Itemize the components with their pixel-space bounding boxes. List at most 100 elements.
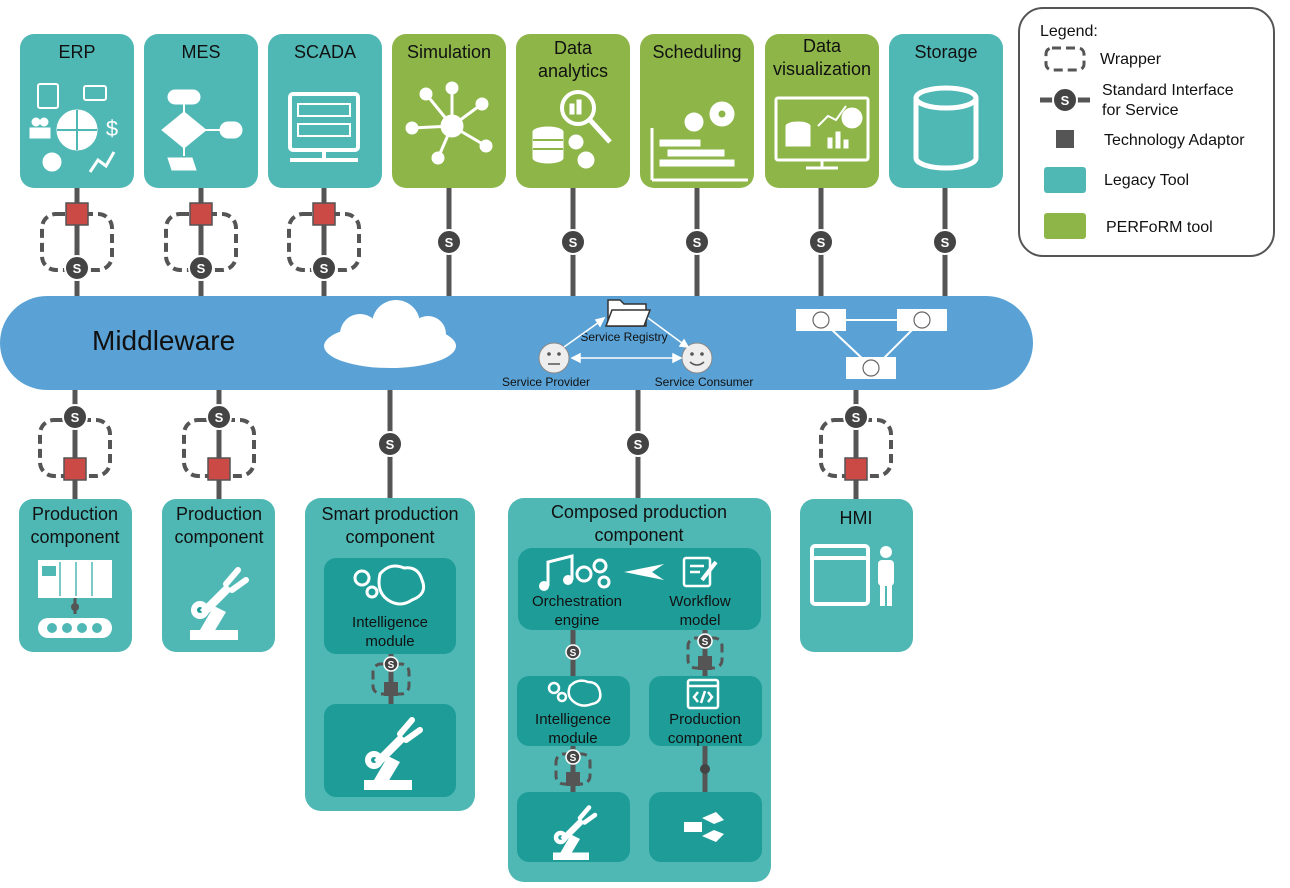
service-arrows — [563, 316, 690, 364]
legend-label: Legacy Tool — [1104, 172, 1189, 189]
legend-label: Wrapper — [1100, 51, 1162, 68]
component-label-line2: component — [30, 527, 119, 547]
brain-gears-icon — [547, 679, 602, 707]
bottom-wrappers — [38, 404, 893, 481]
component-label-line2: component — [594, 525, 683, 545]
service-provider-face-icon — [538, 342, 570, 374]
hmi-window-person-icon — [810, 544, 894, 606]
s-interface-label: S — [388, 660, 395, 671]
tool-erp: ERP $ — [20, 34, 134, 188]
module-label: Intelligence — [535, 711, 611, 728]
s-interface-label: S — [570, 648, 577, 659]
tool-label: Storage — [914, 42, 977, 62]
tool-storage: Storage — [889, 34, 1003, 188]
workflow-label: Workflow — [669, 593, 731, 610]
tool-label: Scheduling — [652, 42, 741, 62]
dashboard-monitor-icon — [774, 96, 870, 170]
legacy-tool-swatch — [1044, 167, 1086, 193]
component-label-line2: component — [174, 527, 263, 547]
service-consumer-label: Service Consumer — [655, 375, 754, 389]
legend-label: PERFoRM tool — [1106, 219, 1213, 236]
module-label-line2: component — [668, 730, 743, 747]
technology-adaptor — [189, 202, 213, 226]
technology-adaptor — [698, 656, 712, 670]
tool-label: Data — [803, 36, 842, 56]
module-label-line2: module — [365, 633, 414, 650]
top-tools: ERP $ MES — [20, 34, 1003, 188]
middleware-bus: Middleware Service Registry Service Prov… — [0, 296, 1033, 390]
gripper-icon — [684, 812, 724, 842]
production-component-plc: Production component — [19, 499, 132, 652]
technology-adaptor — [65, 202, 89, 226]
intelligence-module — [517, 676, 630, 746]
technology-adaptor — [207, 457, 231, 481]
database-cylinder-icon — [913, 85, 979, 171]
flowchart-icon — [161, 89, 243, 171]
tool-label: SCADA — [294, 42, 356, 62]
workflow-label-line2: model — [680, 612, 721, 629]
tool-label: Data — [554, 38, 593, 58]
tool-label-line2: visualization — [773, 59, 871, 79]
tool-data-visualization: Data visualization — [765, 34, 879, 188]
music-gears-icon — [539, 554, 611, 591]
production-component-module — [649, 676, 762, 746]
s-connector-symbol — [1040, 87, 1090, 113]
plc-conveyor-icon — [38, 560, 112, 638]
legend-title: Legend: — [1040, 23, 1098, 40]
service-registry-label: Service Registry — [580, 330, 667, 344]
service-consumer-face-icon — [681, 342, 713, 374]
notepad-pen-icon — [682, 556, 718, 588]
component-label: HMI — [840, 508, 873, 528]
folder-icon — [604, 299, 652, 327]
tool-simulation: Simulation — [392, 34, 506, 188]
code-window-icon — [686, 678, 720, 710]
hmi-component: HMI — [800, 499, 913, 652]
component-label: Production — [32, 504, 118, 524]
component-label: Smart production — [321, 504, 458, 524]
perform-tool-swatch — [1044, 213, 1086, 239]
technology-adaptor-symbol — [1056, 130, 1074, 148]
tool-data-analytics: Data analytics — [516, 34, 630, 188]
tool-scada: SCADA — [268, 34, 382, 188]
erp-icon: $ — [29, 83, 118, 173]
network-topology-icon — [796, 309, 947, 379]
orchestration-label-line2: engine — [554, 612, 599, 629]
top-wrappers — [40, 202, 361, 281]
composed-production-component: Composed production component Orchestrat… — [508, 498, 771, 882]
gripper-module — [649, 792, 762, 862]
scada-monitor-icon — [288, 92, 360, 162]
legend-label: Standard Interface — [1102, 82, 1234, 99]
brain-gears-icon — [353, 564, 426, 606]
network-hub-icon — [405, 81, 493, 165]
tool-label: MES — [181, 42, 220, 62]
technology-adaptor — [384, 682, 398, 696]
s-interface-label: S — [702, 637, 709, 648]
component-label-line2: component — [345, 527, 434, 547]
top-s-interfaces — [436, 229, 958, 255]
smart-production-component: Smart production component Intelligence … — [305, 498, 475, 811]
production-component-robot: Production component — [162, 499, 275, 652]
legend: Legend: Wrapper Standard Interface for S… — [1018, 7, 1275, 257]
technology-adaptor — [312, 202, 336, 226]
module-label: Intelligence — [352, 614, 428, 631]
tool-mes: MES — [144, 34, 258, 188]
gears-gantt-icon — [650, 101, 748, 182]
tool-label-line2: analytics — [538, 61, 608, 81]
legend-label-line2: for Service — [1102, 102, 1179, 119]
cloud-icon — [324, 300, 456, 368]
component-label: Composed production — [551, 502, 727, 522]
technology-adaptor — [63, 457, 87, 481]
component-label: Production — [176, 504, 262, 524]
analytics-magnifier-icon — [532, 90, 612, 169]
middleware-title: Middleware — [92, 325, 235, 356]
module-label: Production — [669, 711, 741, 728]
tool-scheduling: Scheduling — [640, 34, 754, 188]
tool-label: ERP — [58, 42, 95, 62]
module-label-line2: module — [548, 730, 597, 747]
service-provider-label: Service Provider — [502, 375, 590, 389]
technology-adaptor — [566, 772, 580, 786]
svg-text:$: $ — [106, 116, 118, 141]
s-interface-label: S — [570, 753, 577, 764]
arrow-left-icon — [624, 564, 664, 580]
